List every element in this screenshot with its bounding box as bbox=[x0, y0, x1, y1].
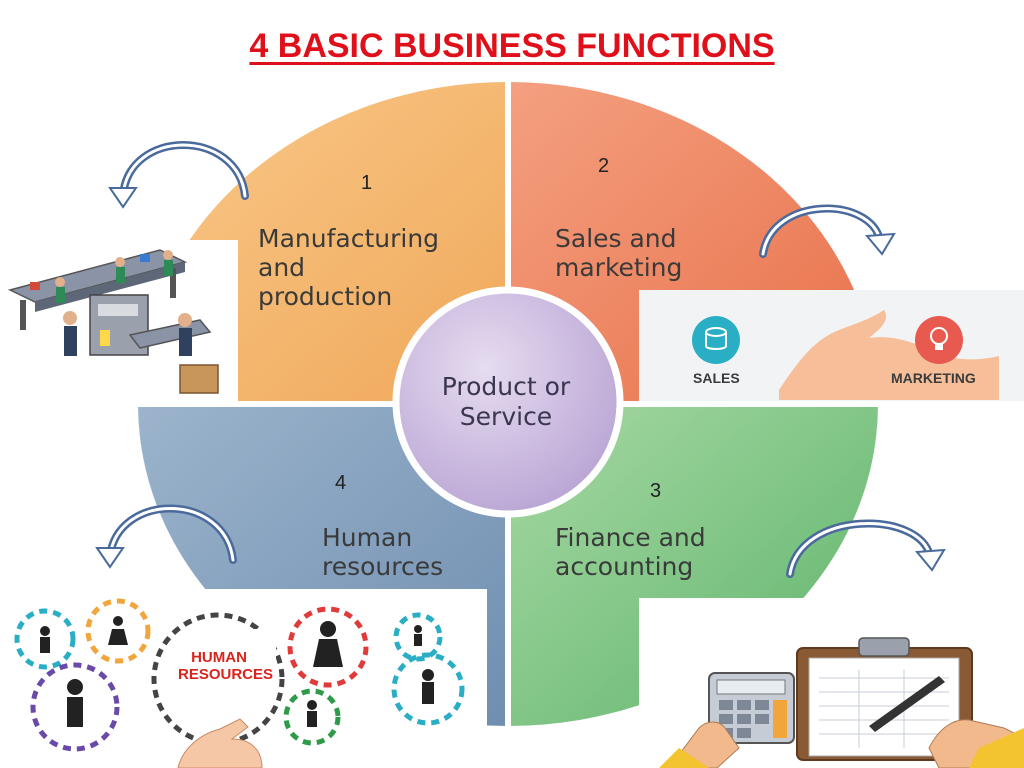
sales-marketing-image: SALES MARKETING bbox=[639, 290, 1024, 401]
person-icon bbox=[40, 616, 434, 727]
slide-title: 4 BASIC BUSINESS FUNCTIONS bbox=[249, 27, 775, 65]
human-resources-image: HUMAN RESOURCES bbox=[0, 589, 487, 768]
hr-text-line1: HUMAN bbox=[191, 649, 247, 666]
hands-icon bbox=[779, 310, 999, 400]
number-4: 4 bbox=[335, 472, 347, 494]
number-3: 3 bbox=[650, 480, 662, 502]
number-2: 2 bbox=[598, 155, 610, 177]
arrow-icon-manufacturing bbox=[119, 141, 249, 200]
marketing-label: MARKETING bbox=[891, 370, 976, 386]
center-circle bbox=[392, 286, 624, 518]
sales-label: SALES bbox=[693, 370, 740, 386]
hr-text: HUMAN RESOURCES bbox=[178, 649, 274, 683]
finance-accounting-image bbox=[639, 598, 1024, 768]
label-finance: Finance and accounting bbox=[555, 523, 706, 581]
sales-icon bbox=[692, 316, 740, 364]
hr-text-line2: RESOURCES bbox=[178, 666, 274, 683]
label-sales: Sales and marketing bbox=[555, 224, 683, 282]
marketing-icon bbox=[915, 316, 963, 364]
number-1: 1 bbox=[361, 172, 373, 194]
label-manufacturing: Manufacturing and production bbox=[258, 224, 440, 311]
assembly-line-icon bbox=[7, 249, 219, 394]
manufacturing-image bbox=[0, 240, 238, 403]
center-label: Product or Service bbox=[441, 372, 571, 431]
label-hr: Human resources bbox=[322, 523, 444, 581]
quadrant-finance bbox=[508, 404, 878, 726]
hand-icon bbox=[177, 718, 263, 768]
pen-icon bbox=[869, 676, 945, 732]
